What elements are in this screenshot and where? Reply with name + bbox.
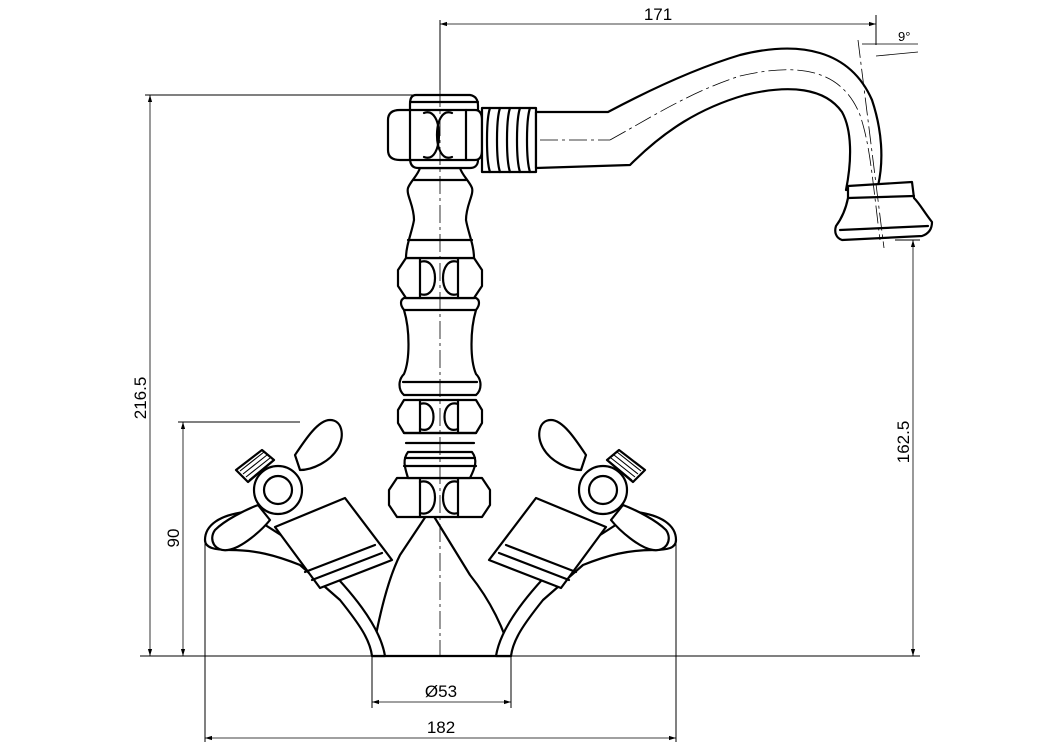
dimension-handle-height: 90 [164,422,186,656]
handle-height-label: 90 [164,529,183,548]
dimension-outlet-height: 162.5 [894,240,916,656]
faucet-base-body [203,508,678,658]
right-valve-body [487,496,608,590]
right-cross-handle [538,418,670,552]
swivel-head [386,93,484,170]
left-valve-body [273,496,394,590]
dimension-total-height: 216.5 [131,95,153,656]
center-lines [439,39,885,656]
right-handle-knurl-icon [605,448,647,484]
extension-lines [140,15,920,742]
dimension-spout-angle: 9° [862,29,919,57]
dimension-spout-reach: 171 [440,5,876,27]
spout [480,47,934,242]
outlet-height-label: 162.5 [894,421,913,464]
dimension-base-diameter: Ø53 [372,682,511,705]
central-column [387,166,492,519]
spout-reach-label: 171 [644,5,672,24]
base-diameter-label: Ø53 [425,682,457,701]
dimension-total-width: 182 [205,718,676,741]
left-cross-handle [211,418,343,552]
left-handle-knurl-icon [234,448,276,484]
total-height-label: 216.5 [131,377,150,420]
spout-angle-label: 9° [898,29,910,44]
total-width-label: 182 [427,718,455,737]
